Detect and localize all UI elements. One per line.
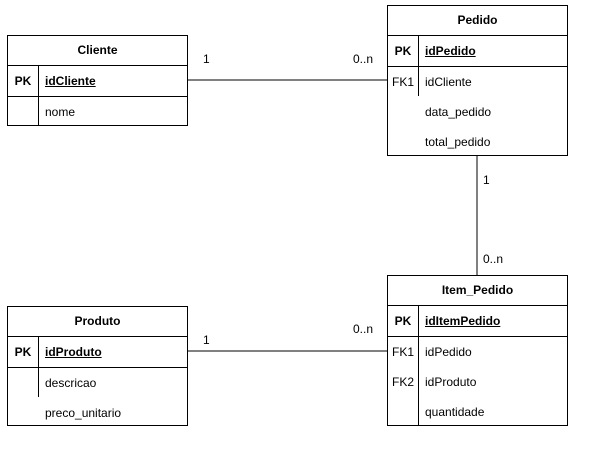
attribute-row: FK1 idPedido — [388, 337, 567, 367]
attribute: idPedido — [425, 345, 472, 359]
key-column-divider — [418, 305, 419, 426]
entity-title: Pedido — [388, 6, 567, 36]
pk-row: PK idPedido — [388, 36, 567, 67]
card-pedido-side: 0..n — [353, 52, 374, 66]
card-cliente-side: 1 — [203, 52, 210, 66]
entity-title: Cliente — [8, 36, 187, 66]
key-column-divider — [38, 65, 39, 126]
pk-attribute: idPedido — [425, 44, 476, 58]
attribute: preco_unitario — [45, 406, 122, 420]
key-label: FK1 — [391, 75, 414, 89]
card-item-produto-side: 0..n — [353, 322, 374, 336]
pk-attribute: idProduto — [45, 345, 102, 359]
pk-row: PK idItemPedido — [388, 306, 567, 337]
pk-label: PK — [14, 345, 32, 359]
key-column-divider — [38, 336, 39, 397]
key-column-divider — [418, 35, 419, 96]
attribute-row: FK1 idCliente — [388, 67, 567, 97]
attribute-row: quantidade — [388, 397, 567, 427]
entity-title: Produto — [8, 307, 187, 337]
pk-label: PK — [394, 314, 412, 328]
attribute-row: nome — [8, 97, 187, 127]
attribute-row: FK2 idProduto — [388, 367, 567, 397]
key-label: FK1 — [391, 345, 414, 359]
entity-title: Item_Pedido — [388, 276, 567, 306]
attribute: nome — [45, 105, 76, 119]
attribute-row: preco_unitario — [8, 398, 187, 428]
entity-item-pedido[interactable]: Item_Pedido PK idItemPedido FK1 idPedido… — [387, 275, 568, 426]
card-produto-side: 1 — [203, 333, 210, 347]
attribute-row: data_pedido — [388, 97, 567, 127]
attribute: total_pedido — [425, 135, 491, 149]
attribute: data_pedido — [425, 105, 492, 119]
pk-label: PK — [14, 74, 32, 88]
attribute-row: descricao — [8, 368, 187, 398]
attribute: idProduto — [425, 375, 477, 389]
pk-attribute: idItemPedido — [425, 314, 501, 328]
entity-cliente[interactable]: Cliente PK idCliente nome — [7, 35, 188, 126]
attribute-row: total_pedido — [388, 127, 567, 157]
attribute: quantidade — [425, 405, 485, 419]
entity-pedido[interactable]: Pedido PK idPedido FK1 idCliente data_pe… — [387, 5, 568, 156]
entity-produto[interactable]: Produto PK idProduto descricao preco_uni… — [7, 306, 188, 426]
card-pedido-item-side-1: 1 — [483, 173, 490, 187]
pk-row: PK idCliente — [8, 66, 187, 97]
attribute: descricao — [45, 376, 97, 390]
card-item-side-n: 0..n — [483, 252, 504, 266]
pk-label: PK — [394, 44, 412, 58]
attribute: idCliente — [425, 75, 472, 89]
key-label: FK2 — [391, 375, 414, 389]
pk-attribute: idCliente — [45, 74, 96, 88]
pk-row: PK idProduto — [8, 337, 187, 368]
